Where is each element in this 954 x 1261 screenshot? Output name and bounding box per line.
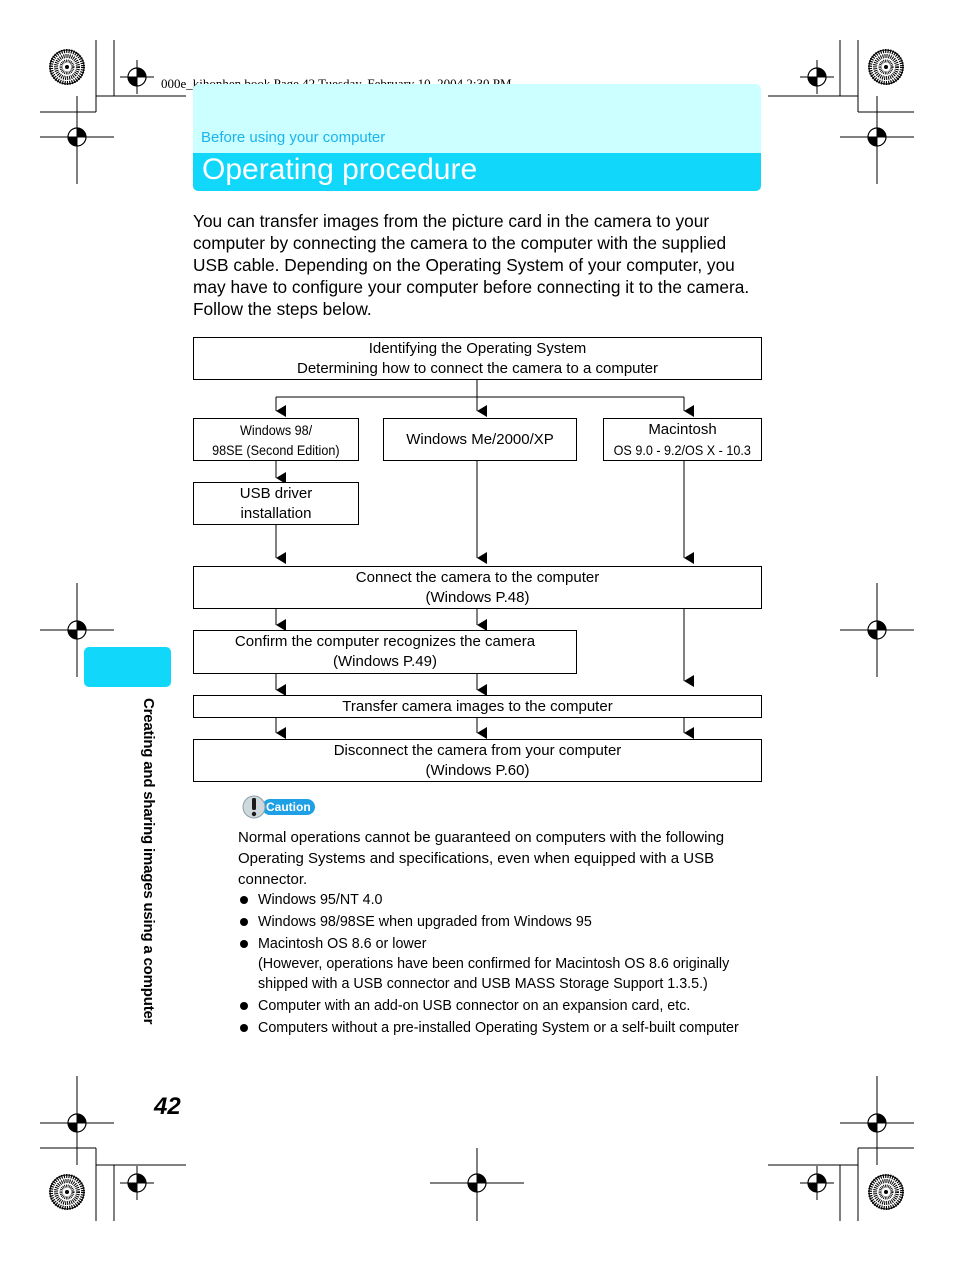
os-mac-box: Macintosh OS 9.0 - 9.2/OS X - 10.3: [603, 418, 762, 461]
intro-paragraph: You can transfer images from the picture…: [193, 211, 750, 319]
step-confirm-line1: Confirm the computer recognizes the came…: [234, 633, 536, 650]
os-mac-line2: OS 9.0 - 9.2/OS X - 10.3: [613, 441, 752, 458]
list-item-text: Computer with an add-on USB connector on…: [258, 998, 691, 1014]
step-usb-driver: USB driver installation: [193, 482, 359, 525]
step-connect-line2: (Windows P.48): [425, 588, 530, 606]
step-disconnect-line1: Disconnect the camera from your computer: [333, 741, 622, 759]
header-band: [193, 84, 761, 153]
page-title: Operating procedure: [202, 153, 478, 186]
step-transfer: Transfer camera images to the computer: [193, 695, 762, 718]
list-item-text: Computers without a pre-installed Operat…: [258, 1020, 739, 1036]
step-usb-driver-line1: USB driver: [239, 484, 313, 502]
os-winme-line1: Windows Me/2000/XP: [406, 430, 554, 448]
step-connect: Connect the camera to the computer (Wind…: [193, 566, 762, 609]
step-confirm-line2: (Windows P.49): [333, 653, 437, 670]
list-item: Windows 95/NT 4.0: [238, 890, 778, 910]
os-mac-line1: Macintosh: [648, 420, 717, 438]
os-win98-box: Windows 98/ 98SE (Second Edition): [193, 418, 359, 461]
step-confirm: Confirm the computer recognizes the came…: [193, 630, 577, 674]
list-item: Windows 98/98SE when upgraded from Windo…: [238, 912, 778, 932]
page-number: 42: [154, 1093, 181, 1120]
os-win98-line2: 98SE (Second Edition): [212, 441, 340, 458]
list-item: Computers without a pre-installed Operat…: [238, 1018, 778, 1038]
list-item: Computer with an add-on USB connector on…: [238, 996, 778, 1016]
caution-body: Normal operations cannot be guaranteed o…: [238, 829, 725, 888]
caution-list: Windows 95/NT 4.0 Windows 98/98SE when u…: [238, 890, 778, 1040]
list-item-note: (However, operations have been confirmed…: [258, 956, 730, 992]
section-label: Before using your computer: [201, 129, 386, 146]
list-item-text: Windows 98/98SE when upgraded from Windo…: [258, 914, 592, 930]
bullet-icon: [240, 896, 248, 904]
chapter-tab: [84, 647, 171, 687]
step-identify-os-line1: Identifying the Operating System: [368, 339, 587, 357]
step-connect-line1: Connect the camera to the computer: [355, 568, 600, 586]
step-transfer-line1: Transfer camera images to the computer: [342, 697, 613, 715]
step-usb-driver-line2: installation: [240, 504, 312, 522]
step-disconnect: Disconnect the camera from your computer…: [193, 739, 762, 782]
chapter-tab-text: Creating and sharing images using a comp…: [140, 698, 157, 1025]
bullet-icon: [240, 1002, 248, 1010]
list-item-text: Windows 95/NT 4.0: [258, 892, 383, 908]
step-identify-os: Identifying the Operating System Determi…: [193, 337, 762, 380]
os-win98-line1: Windows 98/: [239, 421, 313, 438]
bullet-icon: [240, 1024, 248, 1032]
step-disconnect-line2: (Windows P.60): [425, 761, 530, 779]
title-band: [193, 153, 761, 191]
list-item-text: Macintosh OS 8.6 or lower: [258, 936, 427, 952]
caution-label: Caution: [266, 800, 311, 814]
list-item: Macintosh OS 8.6 or lower (However, opera…: [238, 934, 778, 994]
caution-badge: [262, 799, 315, 815]
bullet-icon: [240, 918, 248, 926]
os-winme-box: Windows Me/2000/XP: [383, 418, 577, 461]
warning-icon: [242, 795, 266, 819]
step-identify-os-line2: Determining how to connect the camera to…: [296, 359, 659, 377]
bullet-icon: [240, 940, 248, 948]
